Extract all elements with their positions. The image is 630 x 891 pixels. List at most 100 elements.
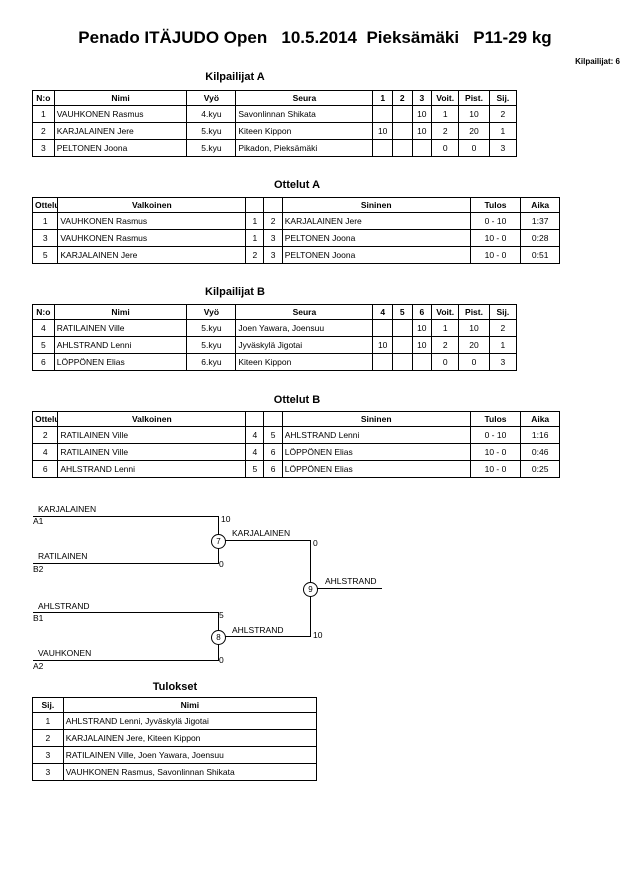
results-heading: Tulokset: [152, 681, 198, 693]
column-header: Tulos: [469, 197, 522, 213]
column-header: Tulos: [469, 411, 522, 427]
column-header: [263, 197, 283, 213]
table-cell: 4: [31, 443, 59, 461]
table-cell: [391, 105, 413, 123]
table-cell: [391, 319, 413, 337]
column-header: Seura: [235, 304, 374, 320]
table-cell: 1: [31, 212, 59, 230]
column-header: Ottelu: [31, 197, 59, 213]
table-cell: RATILAINEN Ville, Joen Yawara, Joensuu: [62, 746, 318, 764]
table-cell: 0:25: [520, 460, 560, 478]
column-header: N:o: [32, 90, 55, 106]
table-cell: 0: [431, 139, 460, 157]
table-cell: AHLSTRAND Lenni: [57, 460, 247, 478]
table-cell: VAUHKONEN Rasmus: [57, 212, 247, 230]
table-cell: 10: [458, 319, 490, 337]
match-8-marker: 8: [211, 630, 226, 645]
table-cell: KARJALAINEN Jere: [53, 122, 188, 140]
table-cell: Kiteen Kippon: [235, 122, 374, 140]
table-cell: 4.kyu: [186, 105, 237, 123]
table-cell: 1:16: [520, 426, 560, 444]
bracket-a1-name: KARJALAINEN: [38, 504, 97, 514]
table-cell: 6: [263, 460, 283, 478]
column-header: 4: [372, 304, 393, 320]
table-cell: PELTONEN Joona: [53, 139, 188, 157]
table-cell: 10 - 0: [469, 229, 522, 247]
column-header: Seura: [235, 90, 374, 106]
table-cell: 1: [245, 212, 265, 230]
bracket-b1-seed: B1: [33, 613, 44, 623]
match-9-marker: 9: [303, 582, 318, 597]
column-header: Nimi: [53, 90, 188, 106]
table-cell: PELTONEN Joona: [281, 229, 471, 247]
table-cell: 10: [458, 105, 490, 123]
bracket-a2-seed: A2: [33, 661, 44, 671]
table-cell: 6: [263, 443, 283, 461]
column-header: Valkoinen: [57, 197, 247, 213]
table-cell: PELTONEN Joona: [281, 246, 471, 264]
table-cell: 0:28: [520, 229, 560, 247]
table-cell: 3: [32, 139, 55, 157]
column-header: 5: [391, 304, 413, 320]
table-cell: VAUHKONEN Rasmus: [53, 105, 188, 123]
table-cell: [372, 139, 393, 157]
bracket-a2-score: 0: [219, 655, 224, 665]
column-header: Vyö: [186, 90, 237, 106]
table-cell: 1: [32, 712, 64, 730]
table-cell: 2: [488, 319, 518, 337]
table-cell: 2: [32, 729, 64, 747]
bracket-a1-score: 10: [221, 514, 231, 524]
bracket-m8-winner: AHLSTRAND: [232, 625, 284, 635]
table-cell: KARJALAINEN Jere: [281, 212, 471, 230]
table-cell: 3: [488, 353, 518, 371]
table-cell: 3: [32, 763, 64, 781]
table-cell: 10: [411, 319, 433, 337]
column-header: Aika: [520, 197, 560, 213]
table-cell: VAUHKONEN Rasmus, Savonlinnan Shikata: [62, 763, 318, 781]
table-cell: 0: [431, 353, 460, 371]
table-cell: 10: [411, 122, 433, 140]
table-cell: 3: [263, 246, 283, 264]
column-header: Sininen: [281, 411, 471, 427]
table-cell: 5.kyu: [186, 122, 237, 140]
column-header: Voit.: [431, 304, 460, 320]
table-cell: 3: [263, 229, 283, 247]
bracket-m7-score: 0: [313, 538, 318, 548]
table-cell: 5: [31, 246, 59, 264]
table-cell: 1: [488, 122, 518, 140]
table-cell: 10: [411, 105, 433, 123]
table-cell: 3: [488, 139, 518, 157]
table-cell: LÖPPÖNEN Elias: [53, 353, 188, 371]
column-header: Ottelu: [31, 411, 59, 427]
match-7-marker: 7: [211, 534, 226, 549]
table-cell: KARJALAINEN Jere, Kiteen Kippon: [62, 729, 318, 747]
table-cell: [411, 139, 433, 157]
table-cell: 3: [31, 229, 59, 247]
table-cell: Joen Yawara, Joensuu: [235, 319, 374, 337]
table-cell: 0: [458, 139, 490, 157]
column-header: Valkoinen: [57, 411, 247, 427]
column-header: 6: [411, 304, 433, 320]
table-cell: Kiteen Kippon: [235, 353, 374, 371]
table-cell: 2: [488, 105, 518, 123]
table-cell: 4: [245, 426, 265, 444]
table-cell: 2: [245, 246, 265, 264]
column-header: N:o: [32, 304, 55, 320]
column-header: 1: [372, 90, 393, 106]
table-cell: [391, 353, 413, 371]
table-cell: 6: [31, 460, 59, 478]
